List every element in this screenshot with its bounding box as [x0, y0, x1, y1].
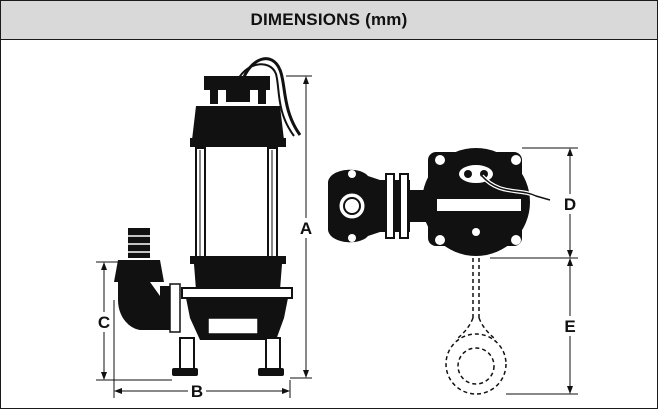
diagram-header: DIMENSIONS (mm)	[1, 1, 657, 40]
diagram-title: DIMENSIONS (mm)	[250, 10, 408, 29]
pump-side-view	[114, 57, 302, 376]
dim-label-a: A	[300, 219, 312, 238]
float-switch	[445, 333, 507, 395]
discharge-outlet	[128, 228, 150, 258]
dim-label-c: C	[98, 313, 110, 332]
dim-label-e: E	[564, 317, 575, 336]
dim-label-d: D	[564, 195, 576, 214]
pump-top-view	[328, 148, 551, 395]
pump-body	[194, 264, 282, 290]
motor-housing	[192, 106, 284, 140]
dim-label-b: B	[191, 382, 203, 401]
